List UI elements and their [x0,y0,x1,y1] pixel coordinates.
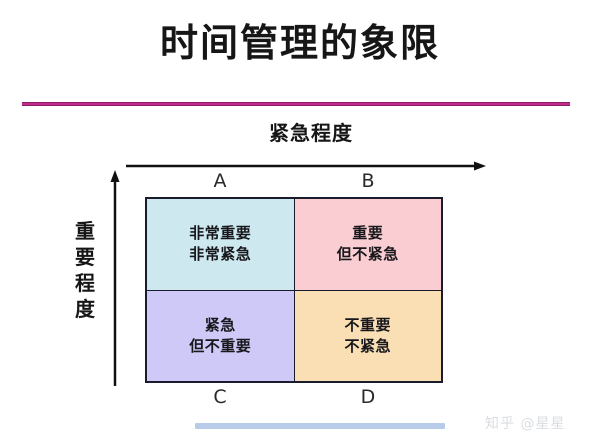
title-divider [22,102,570,106]
y-axis-label-char: 度 [75,297,95,321]
quadrant-b-line1: 重要 [352,224,384,243]
quadrant-d-line2: 不紧急 [344,336,391,355]
y-axis-label-char: 重 [75,219,95,243]
quadrant-a-line1: 非常重要 [189,224,252,243]
page-title: 时间管理的象限 [159,20,440,65]
x-axis-label: 紧急程度 [269,121,353,145]
quadrant-letter-d: D [360,386,376,408]
quadrant-c-line2: 但不重要 [189,336,252,355]
quadrant-cell-b: 重要 但不紧急 [294,199,441,290]
watermark: 知乎 @星星 [485,416,566,432]
y-axis-label: 重 要 程 度 [72,218,98,322]
quadrant-c-line1: 紧急 [204,315,236,334]
quadrant-letter-b: B [361,170,375,192]
y-axis-label-char: 要 [75,245,95,269]
quadrant-letter-a: A [213,170,227,192]
quadrant-letter-c: C [213,386,227,408]
quadrant-cell-a: 非常重要 非常紧急 [147,199,294,290]
quadrant-d-line1: 不重要 [344,315,391,334]
bottom-accent-bar [195,423,445,429]
quadrant-a-line2: 非常紧急 [189,245,252,264]
quadrant-matrix: 非常重要 非常紧急 重要 但不紧急 紧急 但不重要 不重要 不紧急 [145,197,443,383]
y-axis-label-char: 程 [75,271,95,295]
arrow-right-icon [126,158,486,172]
arrow-up-icon [108,170,122,386]
quadrant-cell-d: 不重要 不紧急 [294,290,441,381]
quadrant-cell-c: 紧急 但不重要 [147,290,294,381]
quadrant-b-line2: 但不紧急 [336,245,399,264]
